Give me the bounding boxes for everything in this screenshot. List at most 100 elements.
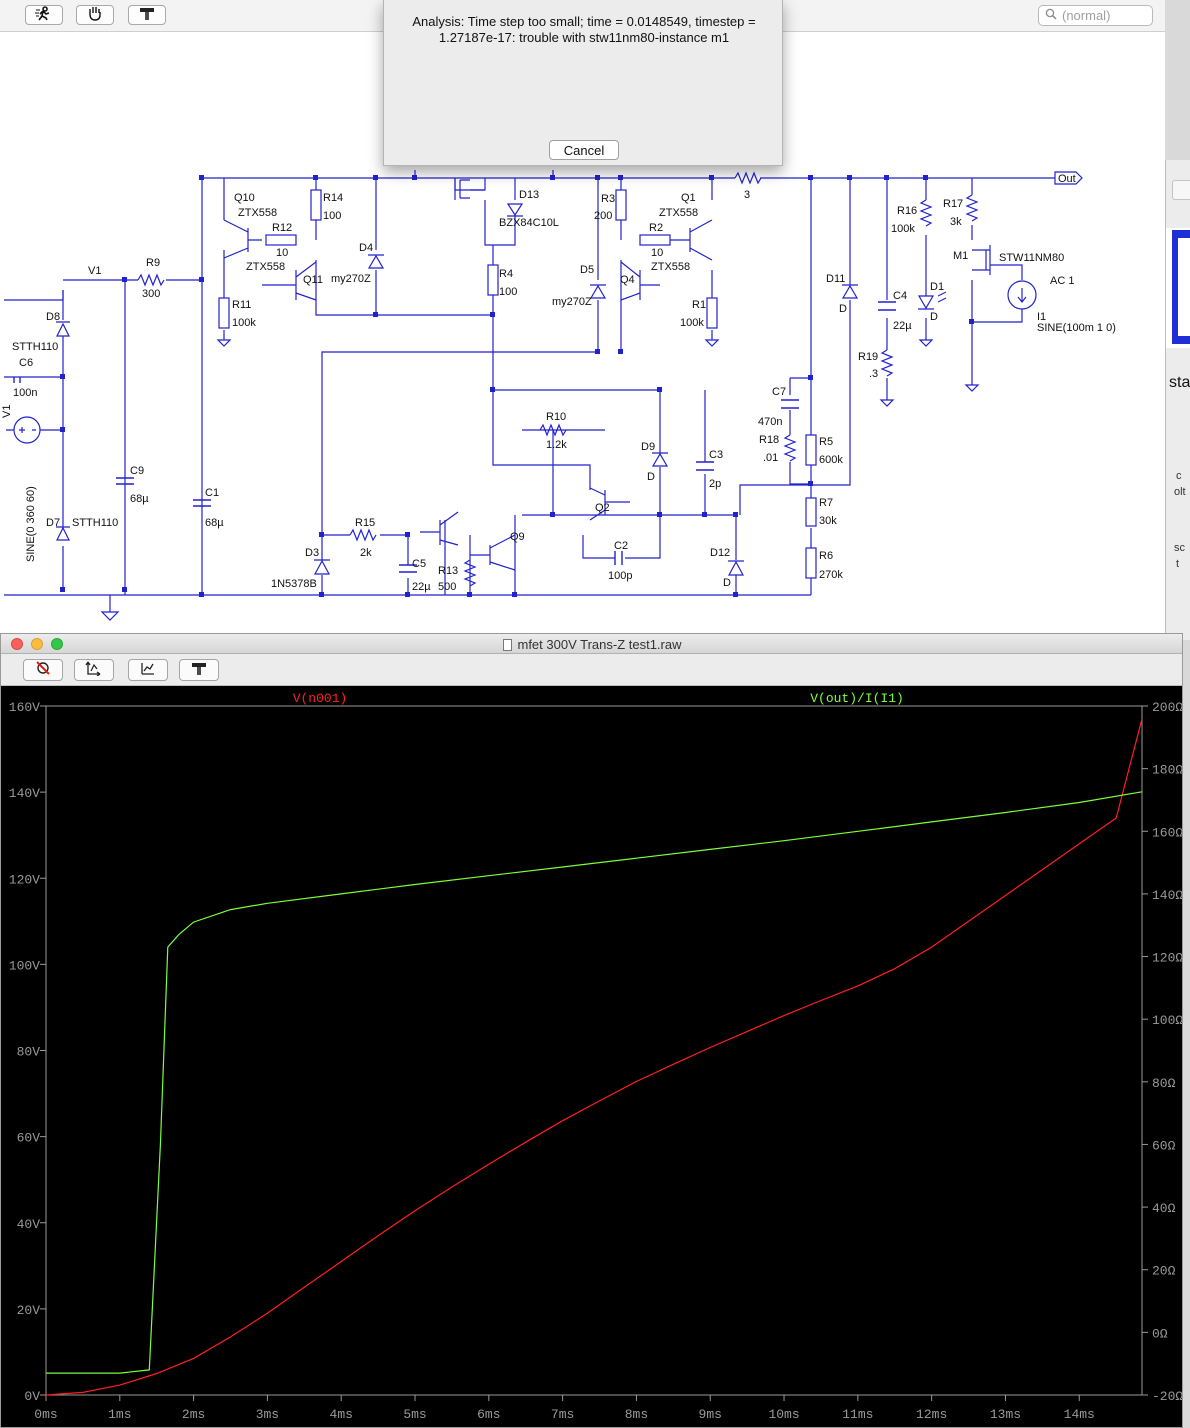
component-label-my270zb[interactable]: my270Z — [552, 296, 592, 308]
component-label-c2v[interactable]: 100p — [608, 570, 632, 582]
pick-visible-button[interactable] — [128, 659, 168, 681]
run-button[interactable] — [25, 5, 63, 25]
component-label-d3[interactable]: D3 — [305, 547, 319, 559]
probe-button[interactable] — [128, 5, 166, 25]
component-label-r16v[interactable]: 100k — [891, 223, 915, 235]
component-label-d12m[interactable]: D — [723, 577, 731, 589]
component-label-d1m[interactable]: D — [930, 311, 938, 323]
component-label-c5v[interactable]: 22µ — [412, 581, 431, 593]
search-field[interactable]: (normal) — [1038, 5, 1153, 26]
component-label-q10m[interactable]: ZTX558 — [238, 207, 277, 219]
component-label-r19v[interactable]: .3 — [869, 368, 878, 380]
component-label-r3v[interactable]: 200 — [594, 210, 612, 222]
component-label-ztx558a[interactable]: ZTX558 — [246, 261, 285, 273]
component-label-r14[interactable]: R14 — [323, 192, 343, 204]
component-label-r6[interactable]: R6 — [819, 550, 833, 562]
component-label-r4[interactable]: R4 — [499, 268, 513, 280]
component-label-d1[interactable]: D1 — [930, 281, 944, 293]
component-label-v1[interactable]: V1 — [88, 265, 101, 277]
component-label-c4v[interactable]: 22µ — [893, 320, 912, 332]
component-label-m1[interactable]: M1 — [953, 250, 968, 262]
component-label-r3[interactable]: R3 — [601, 193, 615, 205]
component-label-d13[interactable]: D13 — [519, 189, 539, 201]
component-label-r10v[interactable]: 1.2k — [546, 439, 567, 451]
component-label-c1[interactable]: C1 — [205, 487, 219, 499]
series-legend-1[interactable]: V(out)/I(I1) — [810, 691, 904, 706]
component-label-r18[interactable]: R18 — [759, 434, 779, 446]
component-label-d3m[interactable]: 1N5378B — [271, 578, 317, 590]
component-label-r13v[interactable]: 500 — [438, 581, 456, 593]
minimize-window-button[interactable] — [31, 638, 43, 650]
component-label-stth110a[interactable]: STTH110 — [12, 341, 58, 353]
component-label-c5[interactable]: C5 — [412, 558, 426, 570]
component-label-c9[interactable]: C9 — [130, 465, 144, 477]
component-label-i1sine[interactable]: SINE(100m 1 0) — [1037, 322, 1116, 334]
component-label-c6v[interactable]: 100n — [13, 387, 37, 399]
component-label-r9v[interactable]: 300 — [142, 288, 160, 300]
component-label-r2v[interactable]: 10 — [651, 247, 663, 259]
component-label-out[interactable]: Out — [1058, 173, 1076, 185]
component-label-r7v[interactable]: 30k — [819, 515, 837, 527]
component-label-d11m[interactable]: D — [839, 303, 847, 315]
component-label-c3[interactable]: C3 — [709, 449, 723, 461]
delete-trace-button[interactable] — [23, 659, 63, 681]
component-label-bzx[interactable]: BZX84C10L — [499, 217, 559, 229]
component-label-d4[interactable]: D4 — [359, 242, 373, 254]
component-label-d11[interactable]: D11 — [826, 273, 845, 285]
background-window-button[interactable] — [1172, 180, 1190, 200]
component-label-c2[interactable]: C2 — [614, 540, 628, 552]
component-label-ac1[interactable]: AC 1 — [1050, 275, 1074, 287]
component-label-c4[interactable]: C4 — [893, 290, 907, 302]
component-label-r17[interactable]: R17 — [943, 198, 963, 210]
component-label-d8[interactable]: D8 — [46, 311, 60, 323]
component-label-r1[interactable]: R1 — [692, 299, 706, 311]
component-label-r13[interactable]: R13 — [438, 565, 458, 577]
component-label-q9[interactable]: Q9 — [510, 531, 525, 543]
component-label-r10[interactable]: R10 — [546, 411, 566, 423]
component-label-r8v[interactable]: 3 — [744, 189, 750, 201]
component-label-d9[interactable]: D9 — [641, 441, 655, 453]
series-legend-0[interactable]: V(n001) — [293, 691, 348, 706]
component-label-c6[interactable]: C6 — [19, 357, 33, 369]
component-label-d7[interactable]: D7 — [46, 517, 60, 529]
component-label-r4v[interactable]: 100 — [499, 286, 517, 298]
component-label-r7[interactable]: R7 — [819, 497, 833, 509]
component-label-stth110b[interactable]: STTH110 — [72, 517, 118, 529]
component-label-c3v[interactable]: 2p — [709, 478, 721, 490]
component-label-v1src[interactable]: V1 — [1, 405, 13, 418]
component-label-c9v[interactable]: 68µ — [130, 493, 149, 505]
component-label-r5[interactable]: R5 — [819, 436, 833, 448]
component-label-r15[interactable]: R15 — [355, 517, 375, 529]
component-label-r2[interactable]: R2 — [649, 222, 663, 234]
component-label-ztx558b[interactable]: ZTX558 — [651, 261, 690, 273]
component-label-q11[interactable]: Q11 — [303, 274, 323, 286]
wave-probe-button[interactable] — [179, 659, 219, 681]
component-label-my270za[interactable]: my270Z — [331, 273, 371, 285]
pan-button[interactable] — [76, 5, 114, 25]
zoom-window-button[interactable] — [51, 638, 63, 650]
component-label-stw[interactable]: STW11NM80 — [999, 252, 1064, 264]
component-label-i1[interactable]: I1 — [1037, 311, 1046, 323]
component-label-d5[interactable]: D5 — [580, 264, 594, 276]
component-label-r11v[interactable]: 100k — [232, 317, 256, 329]
cancel-button[interactable]: Cancel — [549, 140, 619, 160]
waveform-plot[interactable]: 0V20V40V60V80V100V120V140V160V-20Ω0Ω20Ω4… — [1, 686, 1183, 1428]
component-label-r1v[interactable]: 100k — [680, 317, 704, 329]
component-label-r9[interactable]: R9 — [146, 257, 160, 269]
component-label-r12[interactable]: R12 — [272, 222, 292, 234]
component-label-d9m[interactable]: D — [647, 471, 655, 483]
component-label-sine[interactable]: SINE(0 360 60) — [25, 486, 37, 562]
component-label-r15v[interactable]: 2k — [360, 547, 372, 559]
component-label-r18v[interactable]: .01 — [763, 452, 778, 464]
component-label-r14v[interactable]: 100 — [323, 210, 341, 222]
component-label-q2[interactable]: Q2 — [595, 502, 610, 514]
component-label-c7[interactable]: C7 — [772, 386, 786, 398]
component-label-r6v[interactable]: 270k — [819, 569, 843, 581]
autorange-button[interactable] — [74, 659, 114, 681]
close-window-button[interactable] — [11, 638, 23, 650]
component-label-r11[interactable]: R11 — [232, 299, 251, 311]
component-label-r5v[interactable]: 600k — [819, 454, 843, 466]
component-label-r16[interactable]: R16 — [897, 205, 917, 217]
component-label-c1v[interactable]: 68µ — [205, 517, 224, 529]
